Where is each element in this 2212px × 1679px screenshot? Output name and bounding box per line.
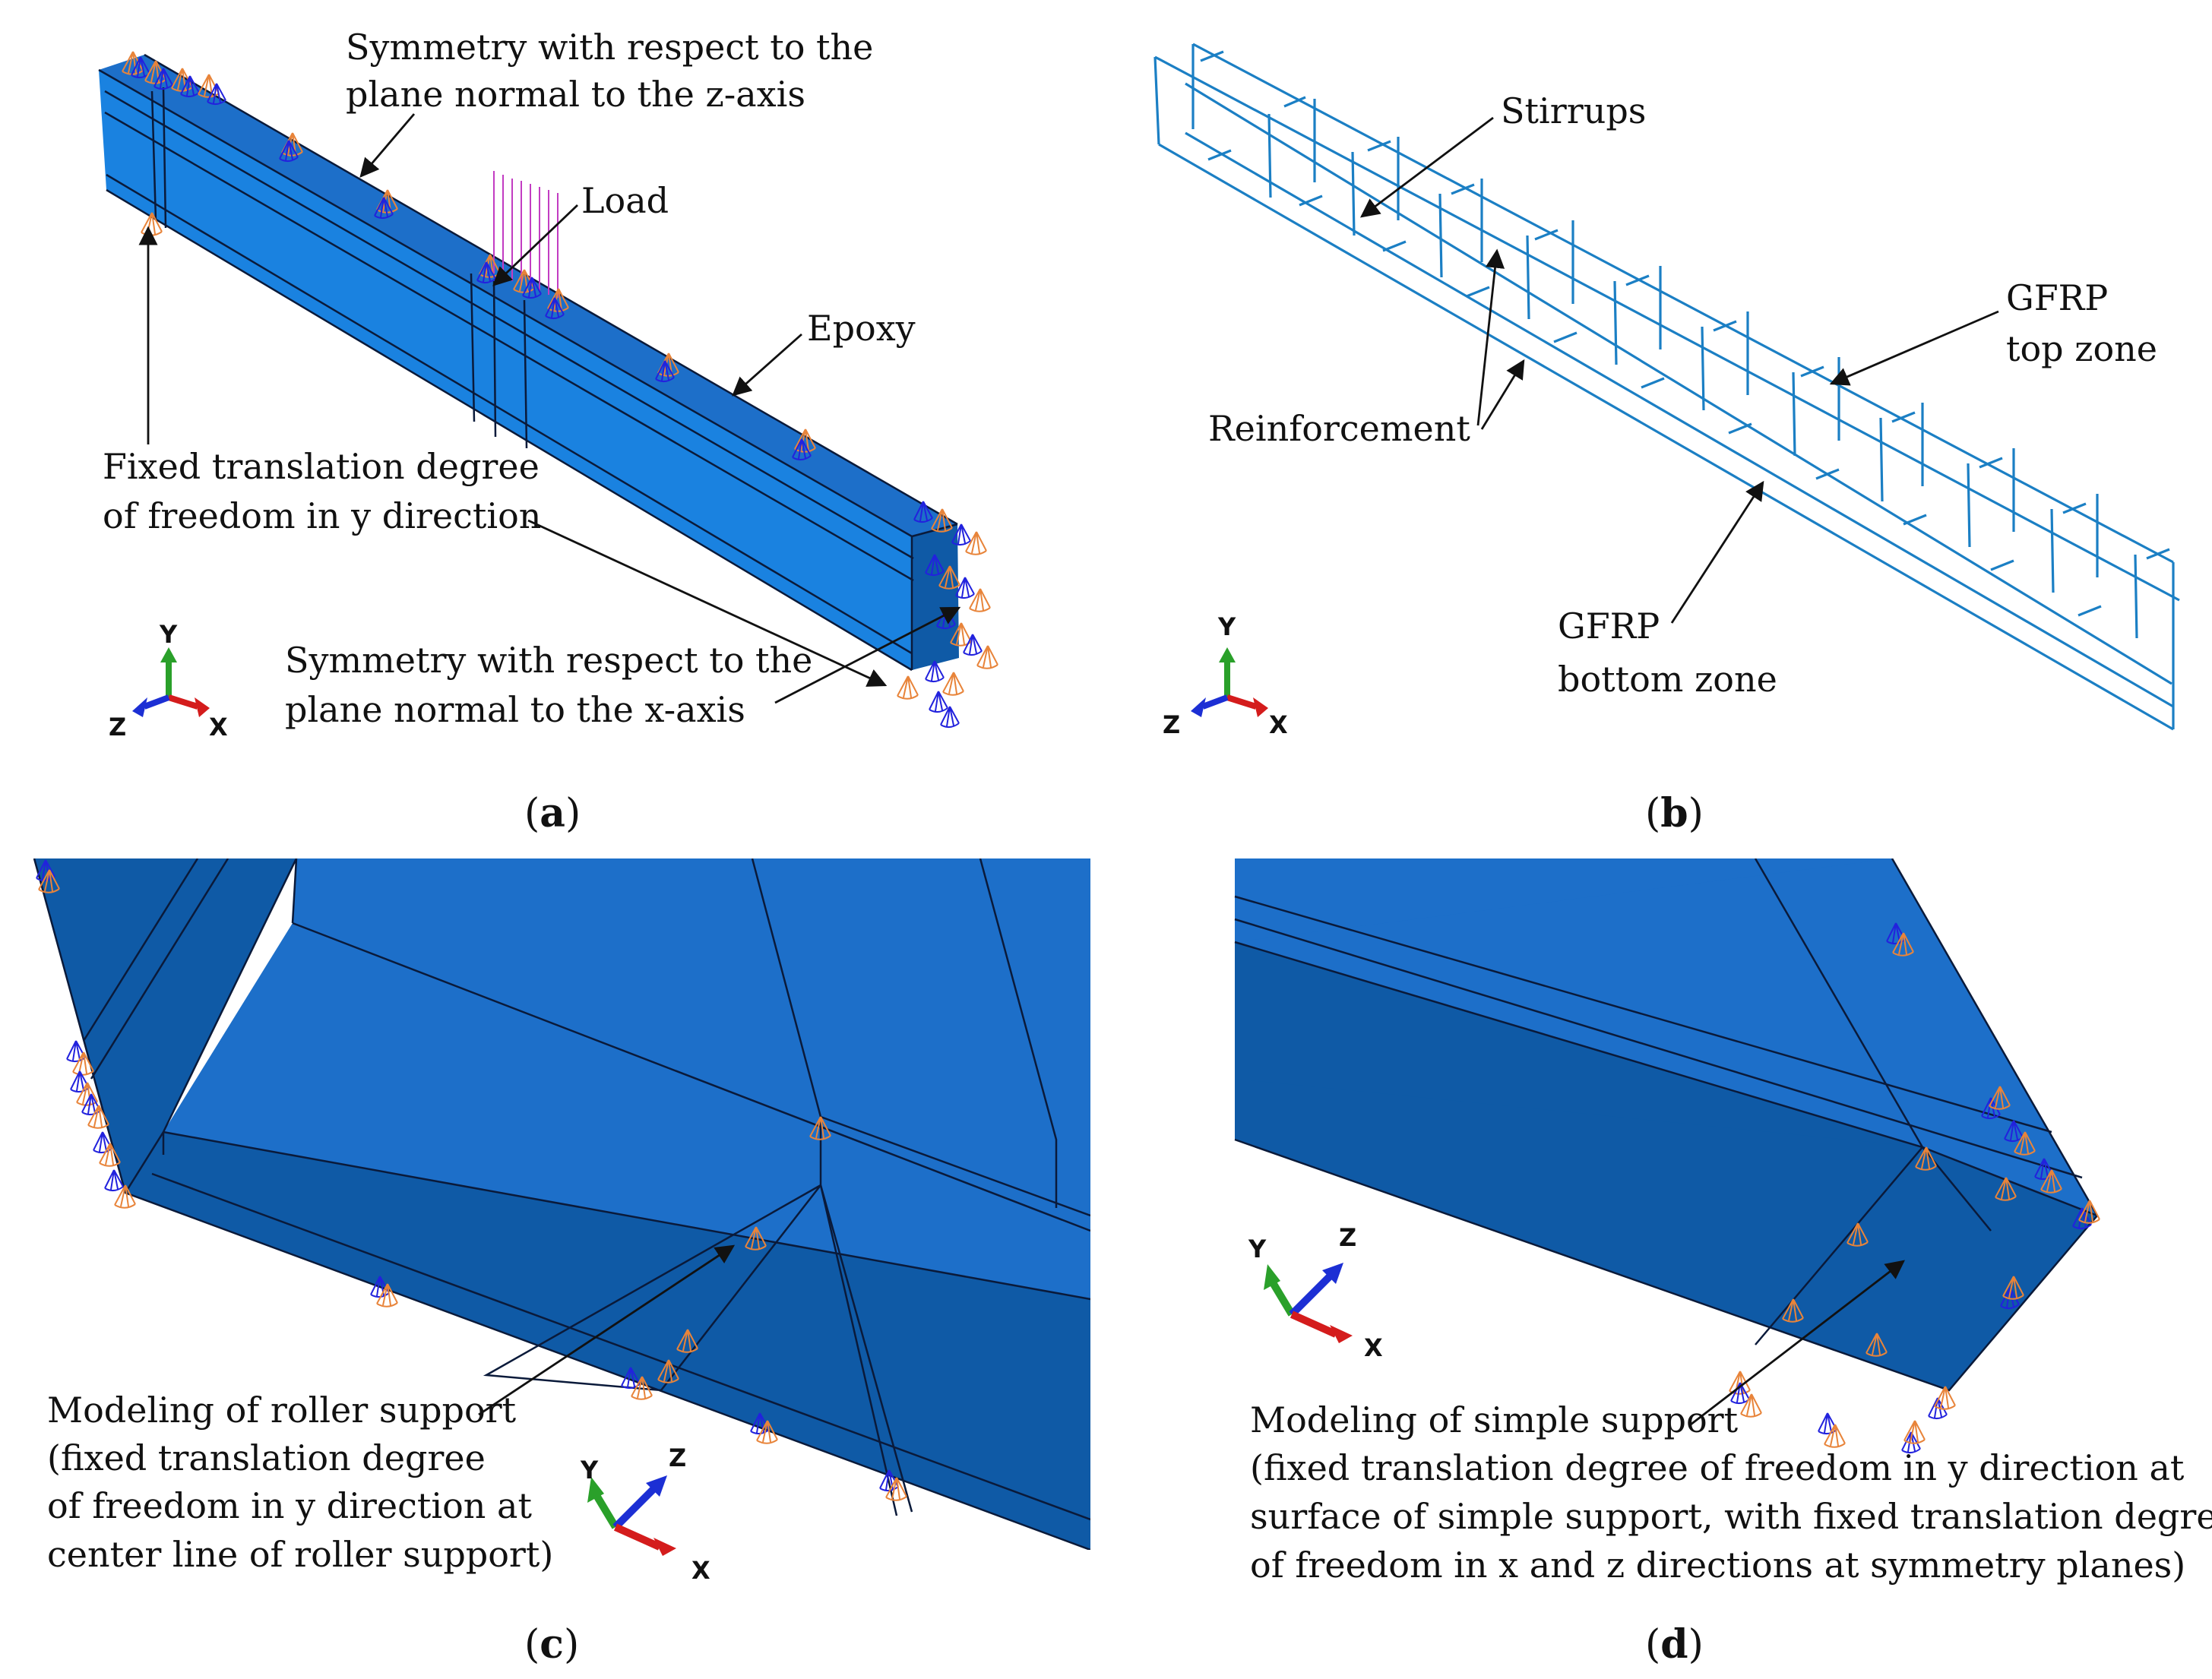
axis-triad-d: Y Z X [1248, 1223, 1383, 1362]
caption-c-letter: c [540, 1621, 564, 1668]
label-gfrp-bottom-line1: GFRP [1558, 606, 1660, 647]
axis-z-label-d: Z [1339, 1223, 1356, 1252]
axis-y-label-b: Y [1217, 612, 1236, 641]
label-reinforcement: Reinforcement [1208, 408, 1470, 449]
axis-triad-b: Y Z X [1163, 612, 1288, 739]
caption-b: (b) [1645, 790, 1704, 836]
label-d-line3: surface of simple support, with fixed tr… [1250, 1496, 2212, 1537]
beam-top-face [99, 55, 957, 536]
axis-y-label-a: Y [159, 620, 178, 649]
beam-side-face [99, 70, 912, 670]
caption-a: (a) [524, 790, 581, 836]
beam-mid-face-c [163, 923, 1090, 1299]
axis-z-label-b: Z [1163, 710, 1180, 739]
axis-triad-c: Y Z X [580, 1443, 710, 1585]
label-c-line1: Modeling of roller support [47, 1390, 517, 1431]
label-epoxy: Epoxy [807, 308, 916, 349]
axis-x-label-c: X [691, 1556, 710, 1585]
load-arrows [493, 171, 559, 298]
axis-z-label-c: Z [669, 1443, 686, 1472]
label-fixed-line1: Fixed translation degree [103, 446, 540, 487]
label-c-line2: (fixed translation degree [47, 1437, 486, 1478]
panel-a: Symmetry with respect to the plane norma… [98, 27, 998, 836]
caption-d: (d) [1645, 1621, 1704, 1668]
beam-top-face-c [293, 858, 1090, 1231]
arrow-d [1690, 1260, 1905, 1426]
label-stirrups: Stirrups [1501, 90, 1646, 131]
axis-y-label-c: Y [580, 1456, 599, 1485]
beam-side-face-d [1235, 858, 2097, 1216]
beam-edges-c [33, 858, 1090, 1550]
beam-end-face [912, 524, 959, 670]
label-fixed-line2: of freedom in y direction [103, 495, 541, 536]
annotation-arrows-b [1359, 116, 1999, 624]
label-c-line4: center line of roller support) [47, 1534, 553, 1575]
axis-z-label-a: Z [109, 713, 126, 741]
label-gfrp-top-line1: GFRP [2006, 277, 2108, 318]
label-d-line1: Modeling of simple support [1250, 1399, 1739, 1440]
panel-d: Modeling of simple support (fixed transl… [1234, 858, 2212, 1668]
label-d-line4: of freedom in x and z directions at symm… [1250, 1545, 2185, 1586]
caption-b-letter: b [1660, 790, 1688, 836]
annotation-arrows-a [138, 113, 961, 704]
axis-x-label-d: X [1364, 1333, 1383, 1362]
axis-x-label-a: X [209, 713, 228, 741]
caption-c: (c) [524, 1621, 579, 1668]
panel-c: Modeling of roller support (fixed transl… [15, 858, 1090, 1668]
beam-edges-d [1234, 858, 2099, 1392]
beam-partition-lines [150, 87, 528, 449]
label-load: Load [581, 180, 669, 221]
label-d-line2: (fixed translation degree of freedom in … [1250, 1447, 2185, 1488]
arrow-c [478, 1244, 736, 1416]
axis-x-label-b: X [1269, 710, 1288, 739]
caption-a-letter: a [540, 790, 565, 836]
rebar-cage [1153, 43, 2180, 731]
label-sym-x-line1: Symmetry with respect to the [285, 640, 812, 681]
axis-triad-a: Y Z X [109, 620, 228, 741]
axis-y-label-d: Y [1248, 1235, 1267, 1263]
panel-b: Stirrups GFRP top zone Reinforcement GFR… [1153, 43, 2180, 836]
label-gfrp-bottom-line2: bottom zone [1558, 659, 1777, 700]
label-sym-z-line1: Symmetry with respect to the [346, 27, 873, 68]
label-sym-x-line2: plane normal to the x-axis [285, 689, 745, 730]
label-sym-z-line2: plane normal to the z-axis [346, 74, 805, 115]
caption-d-letter: d [1660, 1621, 1688, 1668]
label-gfrp-top-line2: top zone [2006, 328, 2157, 369]
label-c-line3: of freedom in y direction at [47, 1485, 532, 1526]
